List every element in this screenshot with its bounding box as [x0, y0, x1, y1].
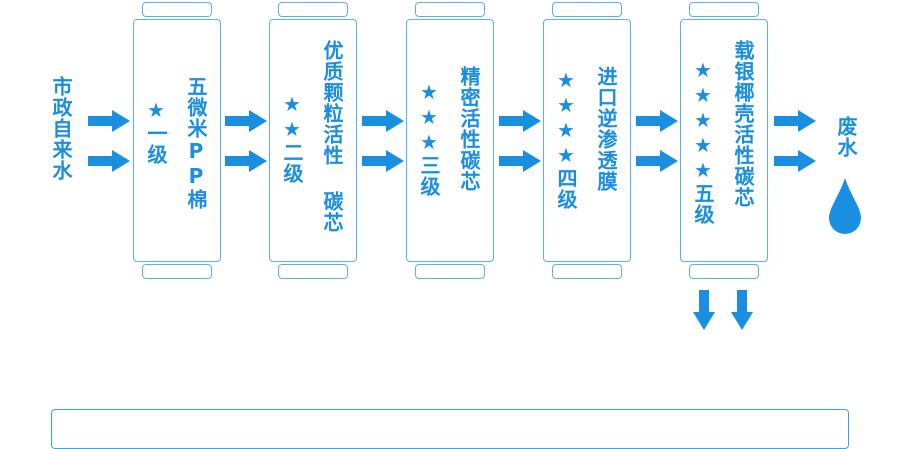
filter-cap-top: [689, 2, 759, 17]
filter-cap-bottom: [278, 264, 348, 279]
stage-name: 优质颗粒活性 碳芯: [320, 40, 344, 233]
stage-level: ★★★三级: [417, 80, 441, 197]
flow-arrow-icon: [225, 150, 267, 172]
filter-cap-bottom: [415, 264, 485, 279]
flow-arrow-icon: [774, 110, 816, 132]
filter-body: [543, 19, 631, 262]
flow-arrow-icon: [225, 110, 267, 132]
filter-body: [406, 19, 494, 262]
flow-arrow-icon: [88, 110, 130, 132]
stage-level: ★★★★四级: [554, 68, 578, 210]
stage-level: ★一级: [144, 98, 168, 165]
down-arrow-icon: [731, 290, 753, 330]
flow-arrow-icon: [362, 110, 404, 132]
down-arrow-icon: [693, 290, 715, 330]
stage-name: 精密活性碳芯: [457, 66, 481, 192]
stage-level: ★★二级: [280, 92, 304, 184]
filter-body: [269, 19, 357, 262]
filter-cap-top: [278, 2, 348, 17]
filter-cap-top: [142, 2, 212, 17]
stage-level: ★★★★★五级: [691, 58, 715, 225]
filter-cap-bottom: [142, 264, 212, 279]
filter-cap-top: [552, 2, 622, 17]
flow-arrow-icon: [362, 150, 404, 172]
stage-name: 五微米PP棉: [184, 76, 208, 210]
filter-cap-bottom: [552, 264, 622, 279]
filter-body: [133, 19, 221, 262]
filter-cap-top: [415, 2, 485, 17]
waste-label: 废水: [834, 116, 858, 158]
info-box: [51, 409, 849, 449]
flow-arrow-icon: [499, 110, 541, 132]
filter-cap-bottom: [689, 264, 759, 279]
stage-name: 进口逆渗透膜: [594, 66, 618, 192]
flow-arrow-icon: [499, 150, 541, 172]
water-drop-icon: [829, 178, 861, 234]
stage-name: 载银椰壳活性碳芯: [731, 40, 755, 208]
source-label: 市政自来水: [49, 76, 73, 181]
flow-arrow-icon: [88, 150, 130, 172]
filter-body: [680, 19, 768, 262]
flow-arrow-icon: [774, 150, 816, 172]
flow-arrow-icon: [636, 110, 678, 132]
flow-arrow-icon: [636, 150, 678, 172]
